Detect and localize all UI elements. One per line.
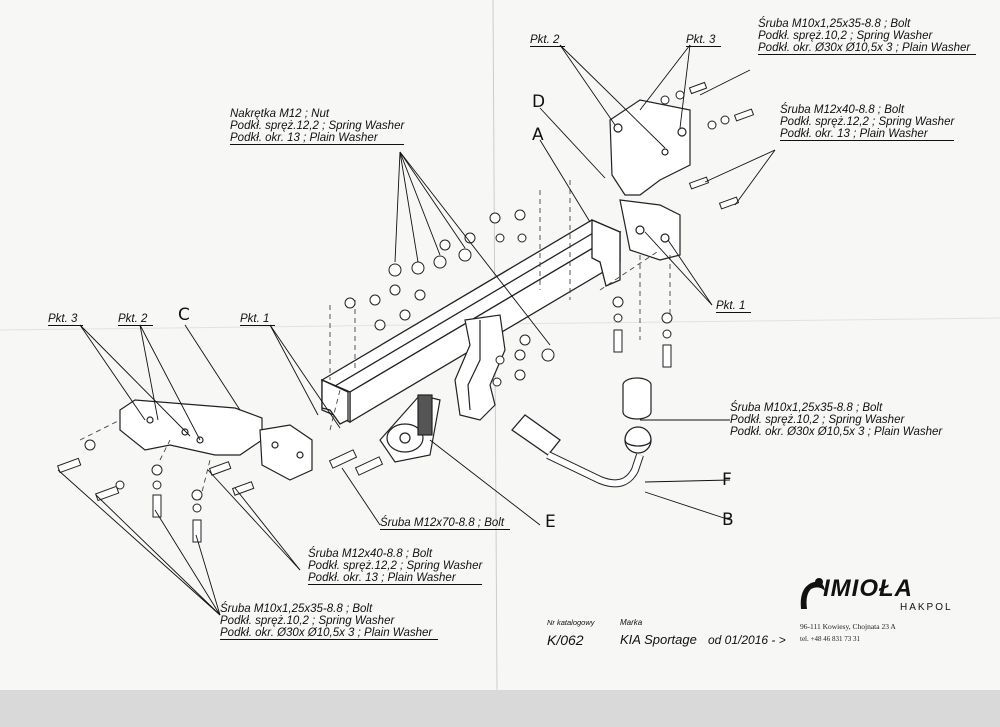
vehicle-model: KIA Sportage [620, 632, 697, 647]
label-line: Śruba M10x1,25x35-8.8 ; Bolt [220, 603, 373, 615]
left-bracket-part-c [119, 399, 313, 481]
leader-lines [57, 44, 776, 616]
part-letter-f: F [722, 470, 732, 490]
scan-edge-strip [0, 690, 1000, 727]
label-line: Śruba M10x1,25x35-8.8 ; Bolt [730, 402, 883, 414]
label-bolt-m12-top: Śruba M12x40-8.8 ; Bolt Podkł. spręż.12,… [780, 104, 955, 141]
nuts-lower-group [492, 334, 555, 387]
label-bolt-m10-top: Śruba M10x1,25x35-8.8 ; Bolt Podkł. sprę… [758, 18, 977, 55]
label-line: Podkł. okr. 13 ; Plain Washer [308, 572, 483, 585]
assembly-guide-lines [79, 180, 671, 501]
brand-caption: Marka [620, 618, 643, 627]
label-line: Podkł. okr. 13 ; Plain Washer [230, 132, 405, 145]
bolts-right-lower [612, 296, 673, 368]
company-phone: tel. +48 46 831 73 31 [800, 635, 860, 643]
fasteners [56, 81, 755, 543]
label-bolt-m10-right: Śruba M10x1,25x35-8.8 ; Bolt Podkł. sprę… [730, 402, 942, 438]
part-letter-c: C [178, 305, 190, 325]
point-3-left: Pkt. 3 [48, 313, 84, 326]
label-bolt-m10-bottom: Śruba M10x1,25x35-8.8 ; Bolt Podkł. sprę… [220, 603, 439, 640]
label-bolt-m12-bottom: Śruba M12x40-8.8 ; Bolt Podkł. spręż.12,… [308, 548, 483, 585]
label-line: Podkł. okr. Ø30x Ø10,5x 3 ; Plain Washer [220, 627, 439, 640]
label-line: Podkł. spręż.10,2 ; Spring Washer [758, 30, 933, 42]
part-letter-d: D [532, 92, 546, 112]
label-line: Podkł. spręż.10,2 ; Spring Washer [730, 414, 905, 426]
model-date-range: od 01/2016 - > [708, 633, 786, 647]
label-bolt-m12x70: Śruba M12x70-8.8 ; Bolt [380, 517, 511, 530]
logo-subtitle: HAKPOL [900, 602, 953, 613]
point-1-left: Pkt. 1 [240, 313, 276, 326]
label-line: Podkł. okr. Ø30x Ø10,5x 3 ; Plain Washer [758, 42, 977, 55]
nuts-upper-group [344, 209, 527, 331]
label-line: Podkł. spręż.12,2 ; Spring Washer [308, 560, 483, 572]
label-line: Podkł. spręż.12,2 ; Spring Washer [230, 120, 405, 132]
label-nut-m12: Nakrętka M12 ; Nut Podkł. spręż.12,2 ; S… [230, 108, 405, 145]
center-plate [454, 314, 506, 421]
label-line: Podkł. spręż.12,2 ; Spring Washer [780, 116, 955, 128]
ball-mount-part-b [511, 414, 652, 488]
catalog-caption: Nr katalogowy [547, 618, 595, 627]
point-1-right: Pkt. 1 [716, 300, 752, 313]
socket-plate-part-e [379, 394, 441, 463]
label-line: Śruba M10x1,25x35-8.8 ; Bolt [758, 18, 911, 30]
company-address: 96-111 Kowiesy, Chojnata 23 A [800, 622, 896, 631]
point-2-top: Pkt. 2 [530, 34, 566, 47]
part-letter-a: A [532, 125, 544, 145]
part-letter-e: E [545, 512, 556, 532]
point-2-left: Pkt. 2 [118, 313, 154, 326]
label-line: Śruba M12x40-8.8 ; Bolt [780, 104, 905, 116]
catalog-number: K/062 [547, 632, 584, 648]
label-line: Podkł. spręż.10,2 ; Spring Washer [220, 615, 395, 627]
point-3-top: Pkt. 3 [686, 34, 722, 47]
right-bracket-part-d [609, 99, 691, 261]
label-line: Śruba M12x40-8.8 ; Bolt [308, 548, 433, 560]
label-line: Podkł. okr. 13 ; Plain Washer [780, 128, 955, 141]
logo-emblem-icon [800, 578, 825, 609]
label-line: Podkł. okr. Ø30x Ø10,5x 3 ; Plain Washer [730, 426, 943, 438]
part-letter-b: B [722, 510, 734, 530]
logo-wordmark: IMIOŁA [823, 575, 913, 602]
label-line: Nakrętka M12 ; Nut [230, 108, 330, 120]
bolts-right-top [660, 81, 755, 210]
bolts-left-lower [56, 439, 384, 543]
ball-cap-part-f [622, 377, 652, 420]
